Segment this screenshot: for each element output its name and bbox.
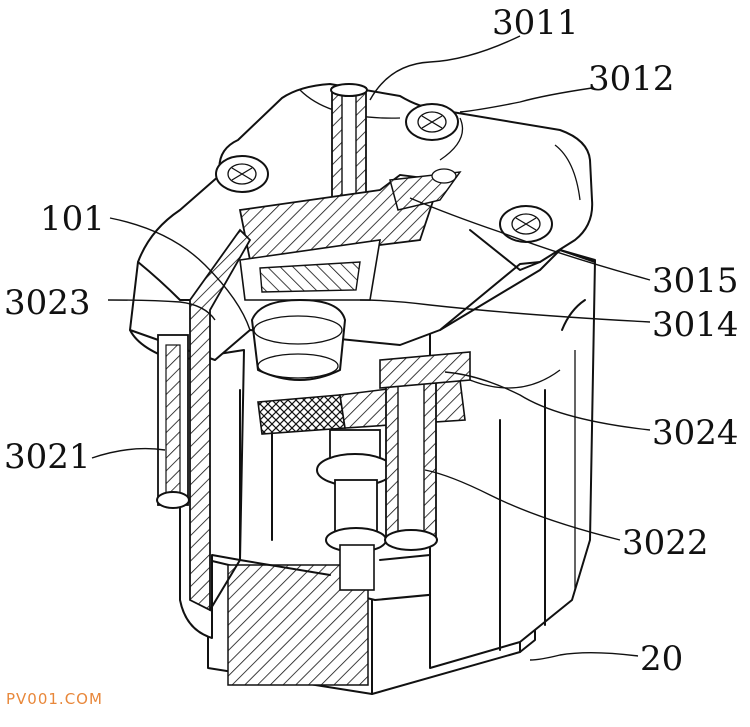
watermark: PV001.COM: [6, 690, 103, 708]
section-top-chamber: [238, 168, 462, 301]
screw-top: [405, 103, 459, 141]
label-3023: 3023: [4, 283, 91, 323]
pin-3022: [379, 351, 471, 551]
screw-left: [215, 155, 269, 193]
label-3021: 3021: [4, 437, 91, 477]
leader-20: [529, 652, 639, 661]
label-3022: 3022: [622, 523, 709, 563]
leader-3024: [444, 371, 651, 431]
leader-3011: [369, 35, 521, 101]
label-3011: 3011: [492, 3, 579, 43]
stem: [316, 429, 394, 591]
reference-labels: 3011 3012 101 3015 3023 3014 3024 3021 3…: [4, 3, 739, 679]
leader-3021: [91, 447, 166, 459]
label-3015: 3015: [652, 261, 739, 301]
left-wall: [156, 228, 273, 612]
valve-poppet-101: [251, 299, 346, 381]
leader-lines: [91, 35, 651, 661]
label-101: 101: [40, 199, 105, 239]
screw-right: [499, 205, 553, 243]
leader-3015: [409, 197, 651, 281]
leader-3014: [359, 299, 651, 323]
lower-chamber: [209, 554, 431, 611]
label-3012: 3012: [588, 59, 675, 99]
leader-3023: [107, 299, 216, 321]
leader-101: [109, 217, 251, 331]
label-20: 20: [640, 639, 683, 679]
leader-3022: [424, 469, 621, 541]
leader-3012: [459, 87, 593, 113]
label-3024: 3024: [652, 413, 739, 453]
label-3014: 3014: [652, 305, 739, 345]
